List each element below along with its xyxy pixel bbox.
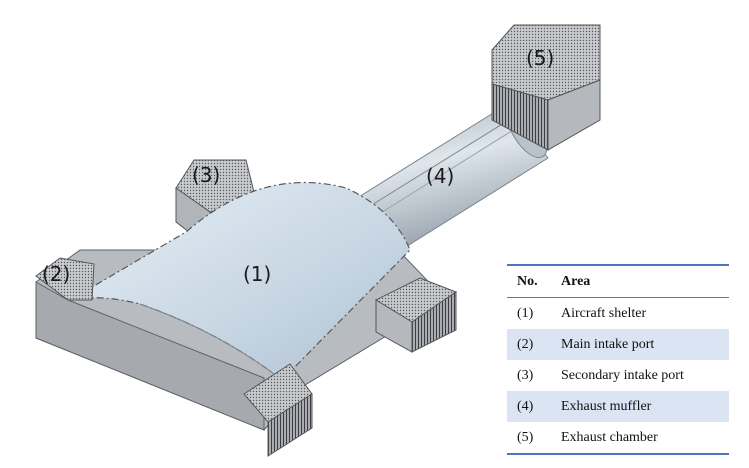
legend-header-no: No. (517, 273, 538, 289)
exhaust-chamber (491, 24, 601, 151)
legend-row-area: Aircraft shelter (561, 305, 647, 321)
callout-3: (3) (192, 163, 220, 187)
aircraft-shelter (35, 182, 447, 431)
legend-row-area: Exhaust muffler (561, 398, 652, 414)
legend-row-area: Main intake port (561, 336, 655, 352)
callout-5: (5) (526, 46, 554, 70)
legend-row-no: (3) (517, 367, 534, 383)
secondary-intake-port-right (374, 277, 458, 353)
legend-header-area: Area (561, 273, 591, 289)
legend-row-area: Exhaust chamber (561, 429, 658, 445)
secondary-intake-port-front (243, 363, 313, 457)
callout-2: (2) (42, 262, 70, 286)
legend-row: (2) Main intake port (507, 329, 729, 360)
legend-row-area: Secondary intake port (561, 367, 684, 383)
callout-4: (4) (426, 164, 454, 188)
legend-row: (1) Aircraft shelter (507, 298, 729, 330)
legend-row: (5) Exhaust chamber (507, 422, 729, 454)
legend-header-row: No. Area (507, 265, 729, 298)
legend-row: (3) Secondary intake port (507, 360, 729, 391)
main-intake-port (35, 257, 95, 301)
legend-row-no: (4) (517, 398, 534, 414)
legend-row-no: (5) (517, 429, 534, 445)
legend-row: (4) Exhaust muffler (507, 391, 729, 422)
area-legend-table: No. Area (1) Aircraft shelter (2) Main i… (507, 264, 729, 455)
callout-1: (1) (243, 262, 271, 286)
legend-row-no: (2) (517, 336, 534, 352)
legend-row-no: (1) (517, 305, 534, 321)
